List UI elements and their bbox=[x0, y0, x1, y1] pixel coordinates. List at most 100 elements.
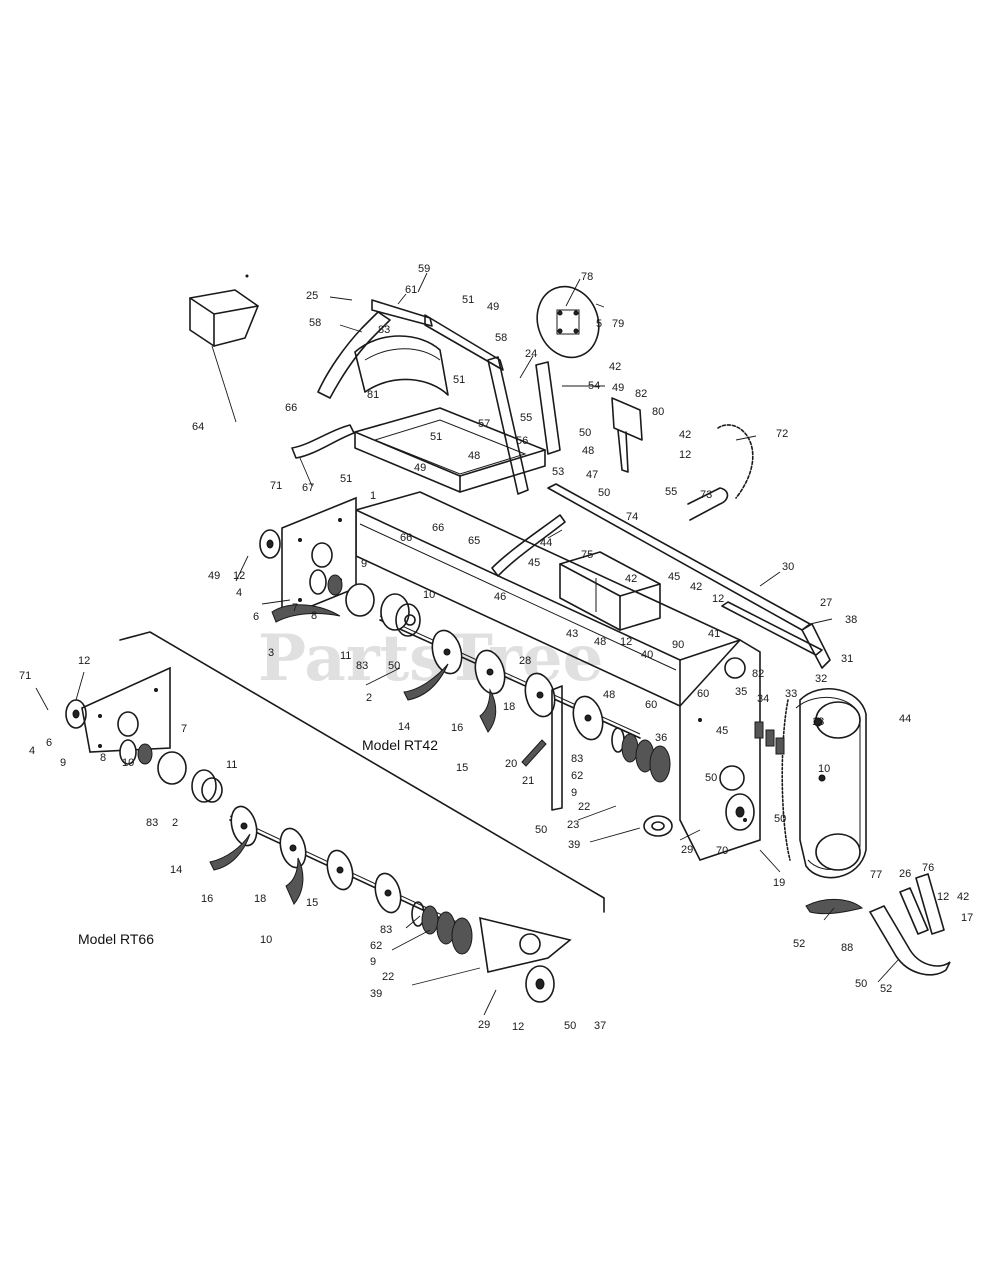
callout: 39 bbox=[568, 839, 580, 851]
callout: 19 bbox=[773, 877, 785, 889]
callout: 71 bbox=[19, 670, 31, 682]
tines-rt66 bbox=[209, 833, 304, 905]
callout: 54 bbox=[588, 380, 600, 392]
callout: 50 bbox=[705, 772, 717, 784]
square-tube-43 bbox=[559, 551, 661, 631]
callout-labels: 59 25 61 58 83 51 49 58 78 5 79 24 54 42… bbox=[19, 263, 973, 1033]
callout: 49 bbox=[414, 462, 426, 474]
callout: 57 bbox=[478, 418, 490, 430]
bearing-stack-right-rt42 bbox=[611, 727, 755, 837]
callout: 17 bbox=[961, 912, 973, 924]
drag-bar-assembly bbox=[805, 873, 951, 976]
callout: 16 bbox=[201, 893, 213, 905]
callout: 14 bbox=[170, 864, 182, 876]
chain-72 bbox=[717, 424, 754, 499]
callout: 28 bbox=[519, 655, 531, 667]
callout: 77 bbox=[870, 869, 882, 881]
callout: 10 bbox=[423, 589, 435, 601]
callout: 81 bbox=[367, 389, 379, 401]
callout: 51 bbox=[430, 431, 442, 443]
callout: 18 bbox=[503, 701, 515, 713]
callout: 83 bbox=[146, 817, 158, 829]
callout: 51 bbox=[462, 294, 474, 306]
callout: 22 bbox=[578, 801, 590, 813]
callout: 80 bbox=[652, 406, 664, 418]
callout: 62 bbox=[571, 770, 583, 782]
callout: 29 bbox=[681, 844, 693, 856]
callout: 12 bbox=[78, 655, 90, 667]
callout: 79 bbox=[612, 318, 624, 330]
callout: 74 bbox=[626, 511, 638, 523]
callout: 62 bbox=[370, 940, 382, 952]
callout: 43 bbox=[566, 628, 578, 640]
callout: 9 bbox=[571, 787, 577, 799]
callout: 10 bbox=[818, 763, 830, 775]
callout: 9 bbox=[361, 558, 367, 570]
callout: 35 bbox=[735, 686, 747, 698]
tines-rt42 bbox=[271, 604, 497, 733]
callout: 83 bbox=[378, 324, 390, 336]
callout: 78 bbox=[581, 271, 593, 283]
callout: 88 bbox=[841, 942, 853, 954]
callout: 38 bbox=[845, 614, 857, 626]
callout: 83 bbox=[571, 753, 583, 765]
tine-shaft-rt42 bbox=[379, 615, 641, 741]
callout: 12 bbox=[937, 891, 949, 903]
callout: 10 bbox=[260, 934, 272, 946]
callout: 48 bbox=[468, 450, 480, 462]
callout: 83 bbox=[356, 660, 368, 672]
callout: 30 bbox=[782, 561, 794, 573]
callout: 37 bbox=[594, 1020, 606, 1032]
callout: 90 bbox=[672, 639, 684, 651]
callout: 66 bbox=[432, 522, 444, 534]
callout: 82 bbox=[752, 668, 764, 680]
callout: 70 bbox=[716, 845, 728, 857]
callout: 72 bbox=[776, 428, 788, 440]
callout: 13 bbox=[812, 716, 824, 728]
callout: 12 bbox=[233, 570, 245, 582]
bolt-20 bbox=[521, 739, 547, 767]
callout: 44 bbox=[540, 537, 552, 549]
callout: 50 bbox=[388, 660, 400, 672]
callout: 75 bbox=[581, 549, 593, 561]
callout: 2 bbox=[366, 692, 372, 704]
rt66-outline-top bbox=[119, 631, 605, 913]
callout: 27 bbox=[820, 597, 832, 609]
callout: 4 bbox=[29, 745, 35, 757]
callout: 48 bbox=[603, 689, 615, 701]
callout: 73 bbox=[700, 489, 712, 501]
callout: 59 bbox=[418, 263, 430, 275]
callout: 50 bbox=[774, 813, 786, 825]
callout: 50 bbox=[855, 978, 867, 990]
callout: 50 bbox=[564, 1020, 576, 1032]
callout: 52 bbox=[880, 983, 892, 995]
callout: 20 bbox=[505, 758, 517, 770]
callout: 60 bbox=[697, 688, 709, 700]
bearing-stack-left-rt42 bbox=[259, 529, 421, 637]
callout: 31 bbox=[841, 653, 853, 665]
callout: 76 bbox=[922, 862, 934, 874]
callout: 55 bbox=[665, 486, 677, 498]
callout: 6 bbox=[46, 737, 52, 749]
callout: 42 bbox=[625, 573, 637, 585]
callout: 5 bbox=[596, 318, 602, 330]
callout: 18 bbox=[254, 893, 266, 905]
callout: 16 bbox=[451, 722, 463, 734]
callout: 42 bbox=[679, 429, 691, 441]
callout: 3 bbox=[268, 647, 274, 659]
callout: 49 bbox=[487, 301, 499, 313]
callout: 14 bbox=[398, 721, 410, 733]
callout: 51 bbox=[453, 374, 465, 386]
callout: 49 bbox=[208, 570, 220, 582]
callout: 39 bbox=[370, 988, 382, 1000]
callout: 26 bbox=[899, 868, 911, 880]
callout: 7 bbox=[181, 723, 187, 735]
callout: 11 bbox=[226, 759, 237, 771]
callout: 83 bbox=[380, 924, 392, 936]
callout: 32 bbox=[815, 673, 827, 685]
callout: 67 bbox=[302, 482, 314, 494]
callout: 44 bbox=[899, 713, 911, 725]
callout: 52 bbox=[793, 938, 805, 950]
bearing-stack-rt66 bbox=[65, 699, 555, 1003]
